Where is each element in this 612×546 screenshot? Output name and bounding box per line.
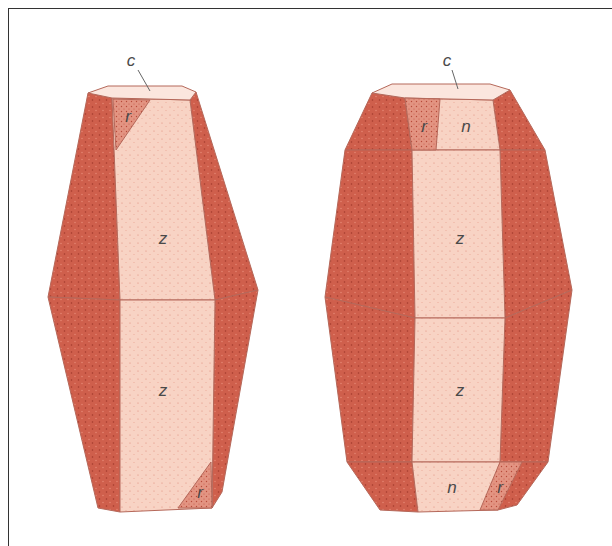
face-label: r (421, 118, 427, 135)
face-label: r (197, 484, 203, 501)
face-label: z (456, 382, 465, 399)
face-label: z (159, 382, 168, 399)
face-label: c (127, 52, 136, 69)
face-label: z (456, 230, 465, 247)
right-crystal (325, 70, 572, 512)
frame (9, 9, 612, 546)
left-crystal (48, 70, 258, 512)
face-label: n (447, 479, 456, 496)
face-label: z (159, 230, 168, 247)
face-label: n (461, 118, 470, 135)
face-label: r (497, 479, 503, 496)
face-label: c (443, 52, 452, 69)
face-label: r (125, 108, 131, 125)
